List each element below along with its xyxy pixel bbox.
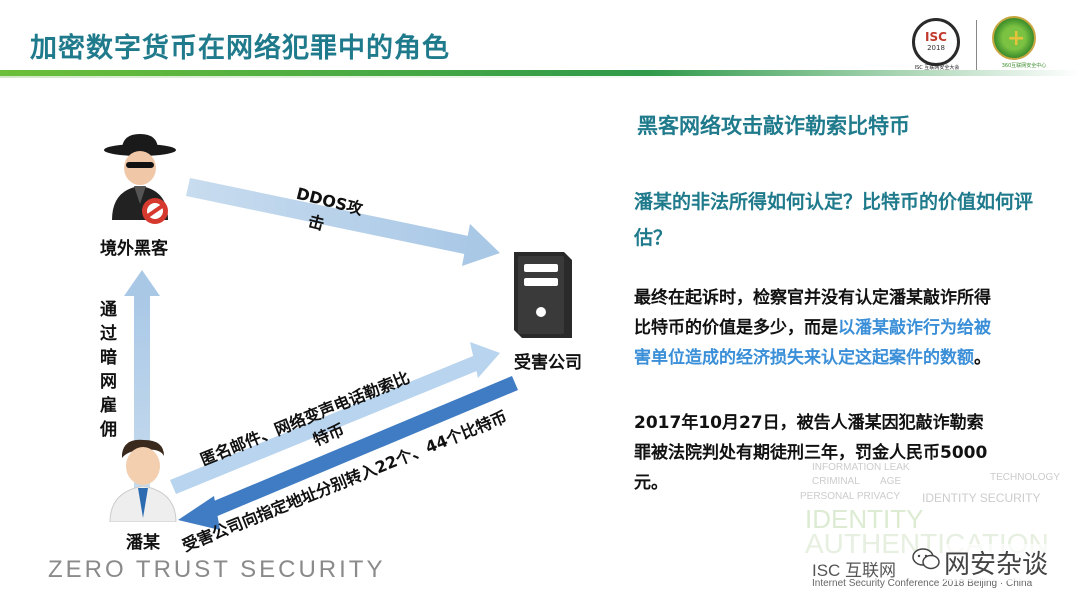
- right-heading: 黑客网络攻击敲诈勒索比特币: [637, 114, 910, 138]
- isc-logo-text: ISC: [925, 30, 947, 44]
- no-entry-icon: [142, 198, 168, 224]
- person-icon: [109, 439, 177, 522]
- plus-icon: +: [1007, 26, 1026, 51]
- title-divider-shadow: [0, 76, 800, 78]
- extortion-arrow: [170, 342, 500, 494]
- watermark-word: PERSONAL PRIVACY: [800, 491, 901, 502]
- isc-footer-title: ISC 互联网: [812, 561, 897, 580]
- sec360-logo-caption: 360互联网安全中心: [1001, 63, 1047, 69]
- watermark-word: INFORMATION LEAK: [812, 462, 910, 473]
- zero-trust-watermark: ZERO TRUST SECURITY: [48, 556, 386, 583]
- isc-logo-year: 2018: [927, 44, 945, 52]
- hire-label: 通过暗网雇佣: [100, 300, 117, 440]
- watermark-word: IDENTITY: [805, 504, 924, 534]
- right-question: 潘某的非法所得如何认定？比特币的价值如何评估？: [634, 191, 1034, 249]
- title-divider: [0, 70, 1080, 76]
- isc-logo: ISC 2018: [912, 18, 960, 66]
- server-icon: [514, 252, 572, 338]
- para1-highlight: 以潘某敲诈行为给被害单位造成的经济损失来认定这起案件的数额: [634, 318, 991, 368]
- suspect-label: 潘某: [126, 533, 160, 553]
- wechat-watermark: 网安杂谈: [944, 544, 1049, 581]
- logo-divider: [976, 20, 977, 70]
- payment-arrow: [178, 376, 518, 530]
- hacker-icon: [104, 134, 176, 220]
- victim-label: 受害公司: [514, 353, 582, 373]
- right-paragraph-1: 最终在起诉时，检察官并没有认定潘某敲诈所得比特币的价值是多少，而是以潘某敲诈行为…: [634, 283, 994, 373]
- isc-logo-caption: ISC 互联网安全大会: [914, 65, 960, 71]
- watermark-word: TECHNOLOGY: [990, 472, 1061, 483]
- watermark-word: IDENTITY SECURITY: [922, 491, 1041, 505]
- hacker-label: 境外黑客: [100, 239, 168, 259]
- watermark-word: CRIMINAL: [812, 476, 860, 487]
- isc-footer-subtitle: Internet Security Conference 2018 Beijin…: [812, 578, 1033, 589]
- wechat-icon: [912, 548, 940, 570]
- page-title: 加密数字货币在网络犯罪中的角色: [30, 33, 450, 64]
- para1-plain: 最终在起诉时，检察官并没有认定潘某敲诈所得比特币的价值是多少，而是: [634, 288, 991, 338]
- right-paragraph-2: 2017年10月27日，被告人潘某因犯敲诈勒索罪被法院判处有期徒刑三年，罚金人民…: [634, 413, 988, 493]
- sec360-logo: +: [992, 16, 1036, 60]
- ddos-arrow: [186, 178, 500, 266]
- para1-end: 。: [974, 348, 991, 368]
- watermark-word: AGE: [880, 476, 902, 487]
